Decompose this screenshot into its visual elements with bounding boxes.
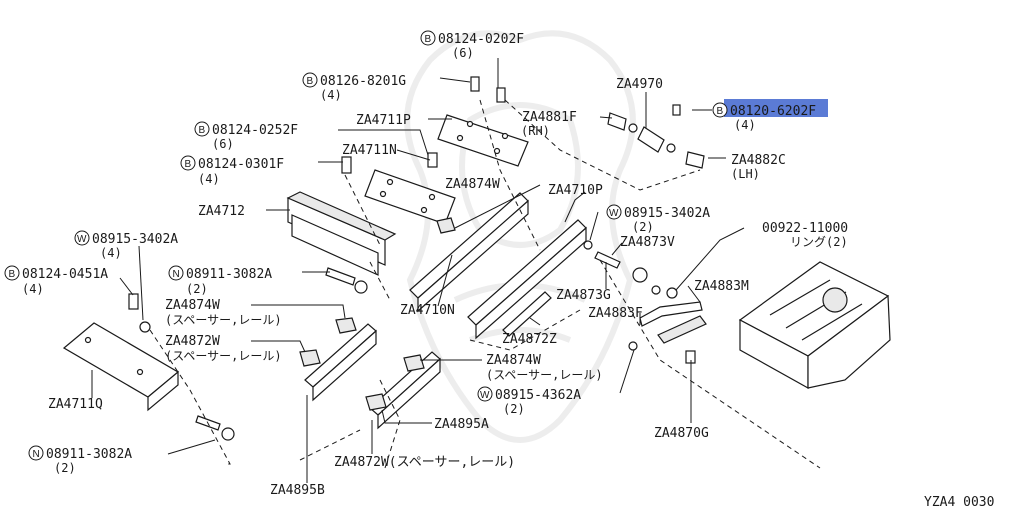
bolt-mark-letter: B <box>185 159 192 170</box>
label-za4882c[interactable]: ZA4882C <box>731 153 786 168</box>
qty-08124-0202F: (6) <box>452 46 474 60</box>
label-za4712[interactable]: ZA4712 <box>198 204 245 219</box>
nut-mark <box>168 265 184 281</box>
plate-za4711q <box>62 322 180 412</box>
label-08126-8201G[interactable]: 08126-8201G <box>320 74 406 89</box>
note-za4874w-mid: (スペーサー,レール) <box>486 368 603 382</box>
label-za4710p[interactable]: ZA4710P <box>548 183 603 198</box>
nut-mark-letter: N <box>173 269 180 280</box>
qty-08915-4362A: (2) <box>503 402 525 416</box>
assembly-za4883m <box>639 301 707 344</box>
label-za4881f[interactable]: ZA4881F <box>522 110 577 125</box>
label-za4874w-top[interactable]: ZA4874W <box>445 177 500 192</box>
note-za4882c: (LH) <box>731 167 760 181</box>
label-za4874w-left[interactable]: ZA4874W <box>165 298 220 313</box>
qty-08124-0451A: (4) <box>22 282 44 296</box>
bolt-mark-letter: B <box>307 76 314 87</box>
rail-za4710n <box>409 192 529 313</box>
plate-za4711p <box>437 114 529 167</box>
washer-mark <box>606 204 622 220</box>
label-08124-0451A[interactable]: 08124-0451A <box>22 267 108 282</box>
label-za4872w-left[interactable]: ZA4872W <box>165 334 220 349</box>
rail-za4710p <box>467 219 587 340</box>
label-za4873v[interactable]: ZA4873V <box>620 235 675 250</box>
part-labels: 08124-0202F (6) 08126-8201G (4) 08124-02… <box>22 32 994 510</box>
qty-08911-3082A-mid: (2) <box>186 282 208 296</box>
label-08124-0301F[interactable]: 08124-0301F <box>198 157 284 172</box>
bolt-mark <box>302 72 318 88</box>
bracket-za4881f <box>607 112 705 169</box>
qty-08911-3082A-bottom: (2) <box>54 461 76 475</box>
label-08120-6202F[interactable]: 08120-6202F <box>730 104 816 119</box>
label-za4710n[interactable]: ZA4710N <box>400 303 455 318</box>
label-za4711p[interactable]: ZA4711P <box>356 113 411 128</box>
spacers <box>299 217 456 411</box>
label-za4970[interactable]: ZA4970 <box>616 77 663 92</box>
label-za4872z[interactable]: ZA4872Z <box>502 332 557 347</box>
nut-mark <box>28 445 44 461</box>
plate-za4711n <box>364 169 456 225</box>
label-za4874w-mid[interactable]: ZA4874W <box>486 353 541 368</box>
label-za4873g[interactable]: ZA4873G <box>556 288 611 303</box>
note-za4872w-left: (スペーサー,レール) <box>165 349 282 363</box>
washer-mark-letter: W <box>77 234 87 245</box>
label-za4895a[interactable]: ZA4895A <box>434 417 489 432</box>
label-za4895b[interactable]: ZA4895B <box>270 483 325 498</box>
label-za4883m[interactable]: ZA4883M <box>694 279 749 294</box>
rail-za4872z <box>502 291 552 337</box>
note-za4881f: (RH) <box>521 124 550 138</box>
bolt-mark <box>712 102 728 118</box>
label-za4883f[interactable]: ZA4883F <box>588 306 643 321</box>
label-za4711n[interactable]: ZA4711N <box>342 143 397 158</box>
washer-mark-letter: W <box>609 208 619 219</box>
bolt-mark <box>4 265 20 281</box>
washer-mark <box>74 230 90 246</box>
label-za4870g[interactable]: ZA4870G <box>654 426 709 441</box>
label-08911-3082A-mid[interactable]: 08911-3082A <box>186 267 272 282</box>
nut-mark-letter: N <box>33 449 40 460</box>
label-08915-3402A-left[interactable]: 08915-3402A <box>92 232 178 247</box>
qty-08915-3402A-right: (2) <box>632 220 654 234</box>
label-08915-3402A-right[interactable]: 08915-3402A <box>624 206 710 221</box>
washer-mark-letter: W <box>480 390 490 401</box>
label-08915-4362A[interactable]: 08915-4362A <box>495 388 581 403</box>
fasteners <box>139 240 678 351</box>
seat-cushion-frame <box>738 261 891 390</box>
bolt-mark-letter: B <box>425 34 432 45</box>
bracket-za4712 <box>286 191 397 276</box>
prefix-marks: B B B B B B W W W N N <box>4 30 728 461</box>
leader-lines <box>91 58 745 483</box>
note-00922-11000: リング(2) <box>790 235 848 249</box>
label-08124-0252F[interactable]: 08124-0252F <box>212 123 298 138</box>
bolt-mark <box>194 121 210 137</box>
qty-08124-0301F: (4) <box>198 172 220 186</box>
bolt-mark <box>420 30 436 46</box>
highlight-box <box>724 99 828 117</box>
label-za4711q[interactable]: ZA4711Q <box>48 397 103 412</box>
label-za4872w-bottom[interactable]: ZA4872W(スペーサー,レール) <box>334 455 515 470</box>
bolt-mark <box>180 155 196 171</box>
qty-08120-6202F: (4) <box>734 118 756 132</box>
label-00922-11000[interactable]: 00922-11000 <box>762 221 848 236</box>
label-08911-3082A-bottom[interactable]: 08911-3082A <box>46 447 132 462</box>
bolt-mark-letter: B <box>9 269 16 280</box>
qty-08915-3402A-left: (4) <box>100 246 122 260</box>
qty-08124-0252F: (6) <box>212 137 234 151</box>
dashed-guides <box>149 99 821 469</box>
qty-08126-8201G: (4) <box>320 88 342 102</box>
washer-mark <box>477 386 493 402</box>
diagram-code: YZA4 0030 <box>924 495 994 510</box>
bolt-mark-letter: B <box>717 106 724 117</box>
rail-za4895b <box>304 323 377 402</box>
bolt-mark-letter: B <box>199 125 206 136</box>
rail-za4895a <box>369 351 441 430</box>
label-08124-0202F[interactable]: 08124-0202F <box>438 32 524 47</box>
note-za4874w-left: (スペーサー,レール) <box>165 313 282 327</box>
